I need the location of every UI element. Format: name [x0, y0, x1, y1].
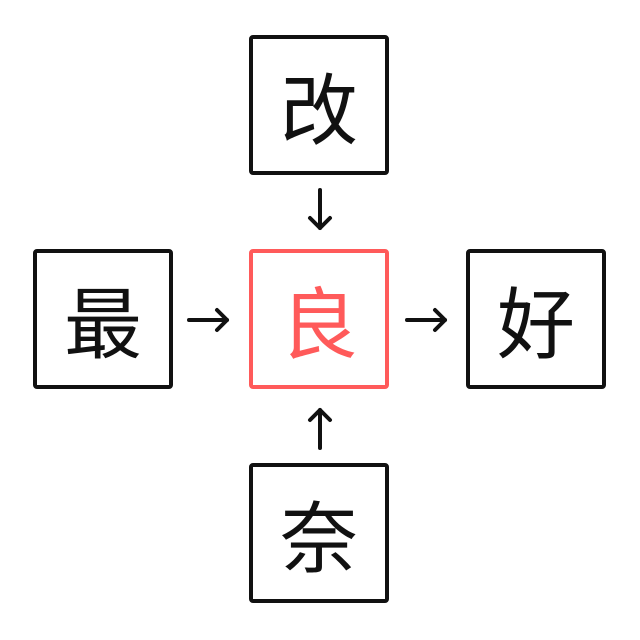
- arrow-up-icon: [308, 408, 332, 450]
- kanji-center: 良: [279, 281, 358, 371]
- kanji-box-bottom: 奈: [249, 463, 389, 603]
- arrow-down-icon: [308, 188, 332, 230]
- kanji-bottom: 奈: [279, 495, 358, 585]
- kanji-box-top: 改: [249, 35, 389, 175]
- arrow-right-icon: [405, 308, 447, 332]
- kanji-box-left: 最: [33, 249, 173, 389]
- kanji-right: 好: [496, 281, 575, 371]
- kanji-box-center-answer: 良: [249, 249, 389, 389]
- arrow-right-icon: [187, 308, 229, 332]
- kanji-top: 改: [279, 67, 358, 157]
- kanji-left: 最: [63, 281, 142, 371]
- kanji-box-right: 好: [466, 249, 606, 389]
